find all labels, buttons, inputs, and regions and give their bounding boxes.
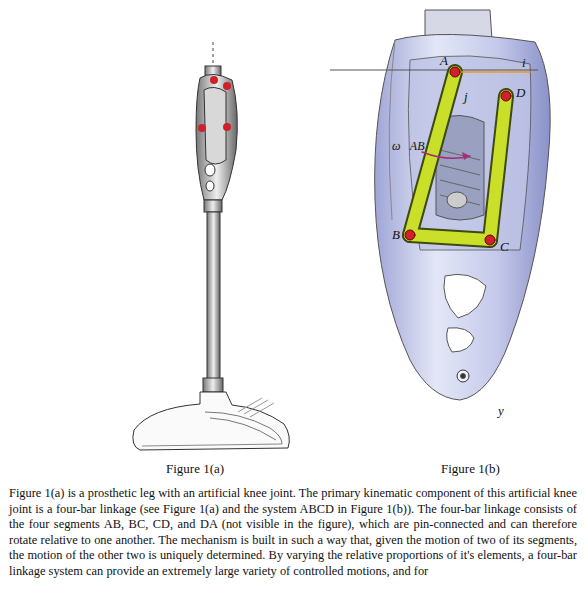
axis-letter: i: [522, 56, 526, 69]
pivot-dots: [198, 76, 231, 132]
joint-letter: C: [500, 240, 509, 253]
joint-letter: A: [440, 54, 448, 67]
figure-caption: Figure 1(a): [166, 462, 224, 475]
joint-letter: B: [392, 228, 400, 241]
reference-axis: [330, 70, 538, 71]
axis-letter: y: [498, 404, 504, 417]
joint-letter: D: [516, 86, 525, 99]
axis-letter: j: [464, 90, 468, 103]
four-bar-linkage: [405, 67, 530, 245]
knee-shell: [375, 10, 551, 400]
figure-caption: Figure 1(b): [441, 462, 500, 475]
body-paragraph: Figure 1(a) is a prosthetic leg with an …: [9, 486, 577, 580]
prosthetic-leg: [133, 42, 289, 450]
angular-velocity-label: ω⃗AB: [392, 140, 424, 152]
